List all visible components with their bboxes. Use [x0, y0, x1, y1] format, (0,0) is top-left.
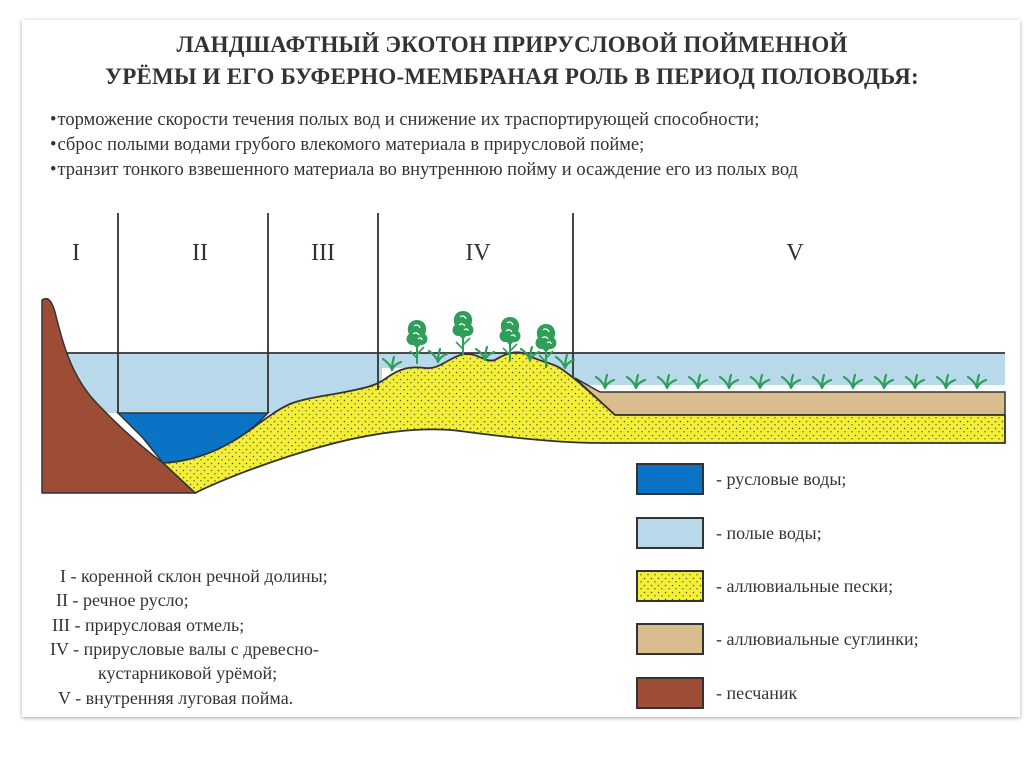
sand-body: [160, 351, 1006, 495]
title-line-2: УРЁМЫ И ЕГО БУФЕРНО-МЕМБРАНАЯ РОЛЬ В ПЕР…: [105, 64, 919, 89]
legend-swatch: [636, 623, 704, 655]
bullet-1: •торможение скорости течения полых вод и…: [50, 108, 759, 132]
bullet-text: транзит тонкого взвешенного материала во…: [57, 160, 798, 180]
tree-icon: [451, 310, 475, 356]
zone-label-2: II: [192, 240, 208, 266]
legend-label: - песчаник: [716, 683, 798, 703]
legend-swatch: [636, 570, 704, 602]
zone-key-text: - прирусловые валы с древесно-: [73, 639, 319, 659]
zone-key-text: - речное русло;: [72, 590, 189, 610]
bullet-2: •сброс полыми водами грубого влекомого м…: [50, 133, 644, 157]
zone-key-text: - коренной склон речной долины;: [70, 566, 328, 586]
zone-key-text: - прирусловая отмель;: [74, 615, 245, 635]
bullet-3: •транзит тонкого взвешенного материала в…: [50, 158, 798, 182]
zone-label-5: V: [786, 240, 804, 266]
legend-swatch: [636, 517, 704, 549]
zone-key-4: IV - прирусловые валы с древесно-: [50, 638, 319, 660]
zone-key-num: III: [52, 615, 70, 635]
bullet-text: сброс полыми водами грубого влекомого ма…: [57, 135, 645, 155]
zone-key-3: III - прирусловая отмель;: [52, 614, 244, 636]
bullet-dot: •: [50, 160, 57, 180]
sandstone-bank: [41, 297, 197, 494]
zone-label-1: I: [72, 240, 80, 266]
zone-key-num: I: [60, 566, 66, 586]
zone-key-1: I - коренной склон речной долины;: [60, 565, 328, 587]
bullet-text: торможение скорости течения полых вод и …: [57, 110, 760, 130]
zone-key-num: II: [56, 590, 68, 610]
bullet-dot: •: [50, 135, 57, 155]
zone-label-3: III: [311, 240, 335, 266]
legend-label: - полые воды;: [716, 523, 822, 543]
title-line-1: ЛАНДШАФТНЫЙ ЭКОТОН ПРИРУСЛОВОЙ ПОЙМЕННОЙ: [176, 32, 848, 57]
legend-label: - аллювиальные суглинки;: [716, 629, 919, 649]
zone-key-num: V: [58, 688, 71, 708]
bullet-dot: •: [50, 110, 57, 130]
zone-key-2: II - речное русло;: [56, 589, 189, 611]
legend-label: - аллювиальные пески;: [716, 576, 894, 596]
zone-key-num: IV: [50, 639, 69, 659]
zone-key-text: - внутренняя луговая пойма.: [75, 688, 294, 708]
legend-swatch: [636, 677, 704, 709]
legend-swatch: [636, 463, 704, 495]
legend-label: - русловые воды;: [716, 469, 847, 489]
zone-key-4-cont: кустарниковой урёмой;: [98, 662, 277, 684]
zone-key-5: V - внутренняя луговая пойма.: [58, 687, 293, 709]
zone-key-text: кустарниковой урёмой;: [98, 663, 278, 683]
zone-label-4: IV: [465, 240, 491, 266]
